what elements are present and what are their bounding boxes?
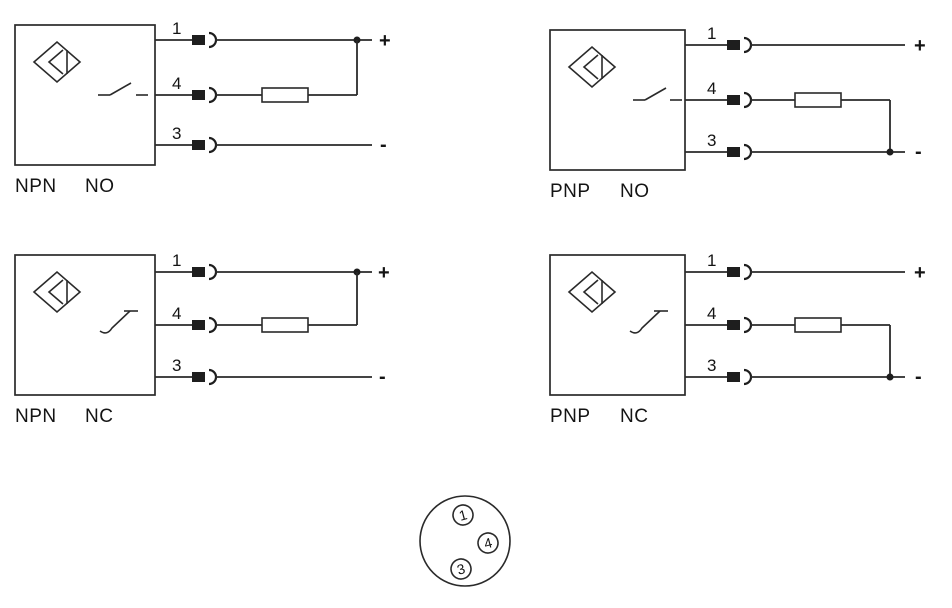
pin-circle: [450, 558, 472, 580]
sensor-chevron: [47, 279, 64, 305]
switch-arm: [629, 310, 661, 334]
plug-body: [192, 372, 205, 382]
junction-dot: [886, 148, 894, 156]
minus-label: -: [915, 141, 922, 163]
connector-pin3: 3: [450, 558, 472, 580]
contact-label: NC: [620, 406, 648, 427]
pin1-label: 1: [172, 251, 181, 270]
plug-body: [727, 95, 740, 105]
switch-no-icon: [633, 87, 682, 101]
plug-body: [727, 147, 740, 157]
pin3-label: 3: [172, 124, 181, 143]
switch-arm: [109, 82, 132, 96]
plus-label: +: [914, 262, 926, 284]
switch-nc-icon: [99, 310, 138, 334]
sensor-chevron: [582, 279, 599, 305]
contact-label: NC: [85, 406, 113, 427]
plus-label: +: [379, 30, 391, 52]
wire-pin1: 1 +: [685, 24, 926, 57]
connector-pin1-label: 1: [457, 506, 469, 524]
load-resistor: [261, 87, 309, 103]
diagram-pnp-no: 1 + 4 3 - PNP NO: [549, 24, 926, 202]
switch-nc-icon: [629, 310, 668, 334]
sensor-diamond: [567, 45, 617, 89]
sensor-chevron: [47, 49, 64, 75]
transistor-label: PNP: [550, 181, 591, 202]
pin4-label: 4: [707, 79, 716, 98]
proximity-sensor-icon: [32, 40, 82, 84]
switch-arm: [644, 87, 667, 101]
plus-label: +: [914, 35, 926, 57]
diagram-npn-nc: 1 + 4 3 - NPN NC: [14, 251, 390, 427]
transistor-label: PNP: [550, 406, 591, 427]
plug-body: [192, 140, 205, 150]
diagram-npn-no: 1 + 4 3 - NPN NO: [14, 19, 391, 197]
pin1-label: 1: [707, 251, 716, 270]
plug-body: [727, 320, 740, 330]
sensor-diamond: [32, 40, 82, 84]
plug-body: [192, 267, 205, 277]
switch-arm: [99, 310, 131, 334]
wire-pin3: 3 -: [155, 356, 386, 388]
plug-body: [192, 35, 205, 45]
pin1-label: 1: [707, 24, 716, 43]
plug-body: [727, 372, 740, 382]
plus-label: +: [378, 262, 390, 284]
plug-body: [192, 90, 205, 100]
wire-pin4: 4: [685, 304, 891, 377]
pin4-label: 4: [172, 304, 181, 323]
diagram-pnp-nc: 1 + 4 3 - PNP NC: [549, 251, 926, 427]
wire-pin1: 1 +: [155, 251, 390, 284]
pin-circle: [452, 504, 474, 526]
proximity-sensor-icon: [567, 270, 617, 314]
contact-label: NO: [620, 181, 650, 202]
pin4-label: 4: [707, 304, 716, 323]
pin-circle: [477, 532, 499, 554]
wire-pin1: 1 +: [155, 19, 391, 52]
wire-pin4: 4: [155, 40, 358, 104]
sensor-diamond: [567, 270, 617, 314]
pin3-label: 3: [172, 356, 181, 375]
minus-label: -: [379, 366, 386, 388]
pin1-label: 1: [172, 19, 181, 38]
connector-body: [419, 495, 511, 587]
minus-label: -: [380, 134, 387, 156]
wire-pin3: 3 -: [155, 124, 387, 156]
plug-body: [727, 267, 740, 277]
connector-pin4: 4: [477, 532, 499, 554]
minus-label: -: [915, 366, 922, 388]
contact-label: NO: [85, 176, 115, 197]
proximity-sensor-icon: [32, 270, 82, 314]
junction-dot: [886, 373, 894, 381]
transistor-label: NPN: [15, 176, 57, 197]
wire-pin1: 1 +: [685, 251, 926, 284]
wire-pin3: 3 -: [685, 131, 922, 163]
wire-pin4: 4: [685, 79, 891, 152]
pin3-label: 3: [707, 356, 716, 375]
wire-pin3: 3 -: [685, 356, 922, 388]
wire-pin4: 4: [155, 272, 358, 334]
sensor-diamond: [32, 270, 82, 314]
connector-pin1: 1: [452, 504, 474, 526]
plug-body: [192, 320, 205, 330]
pin3-label: 3: [707, 131, 716, 150]
connector-pinout: 1 4 3: [419, 495, 511, 587]
connector-pin4-label: 4: [482, 534, 494, 552]
load-resistor: [794, 317, 842, 333]
pin4-label: 4: [172, 74, 181, 93]
switch-no-icon: [98, 82, 148, 96]
sensor-chevron: [582, 54, 599, 80]
connector-pin3-label: 3: [455, 560, 467, 578]
proximity-sensor-icon: [567, 45, 617, 89]
transistor-label: NPN: [15, 406, 57, 427]
plug-body: [727, 40, 740, 50]
load-resistor: [261, 317, 309, 333]
load-resistor: [794, 92, 842, 108]
